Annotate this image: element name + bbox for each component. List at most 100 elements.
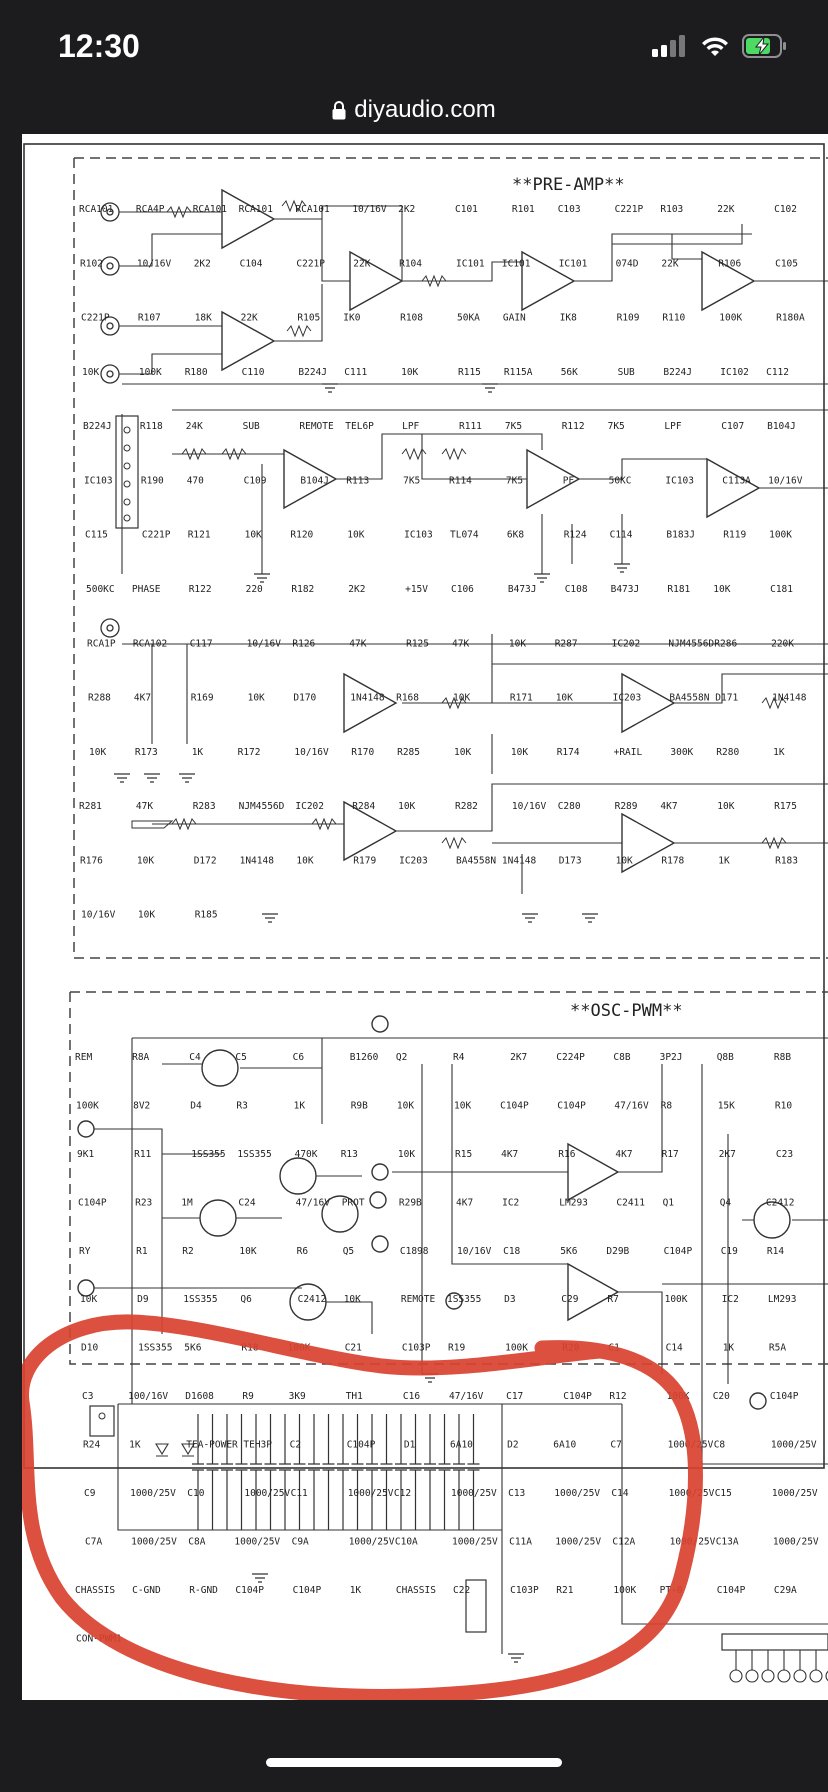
osc-label: C10A: [395, 1537, 418, 1548]
preamp-label: R180A: [776, 313, 805, 324]
osc-label: R18: [241, 1343, 258, 1354]
osc-label: C7A: [85, 1537, 102, 1548]
osc-label: R5A: [769, 1343, 786, 1354]
preamp-label: 220K: [771, 638, 794, 649]
osc-label: Q1: [663, 1197, 675, 1208]
osc-label: Q2: [396, 1052, 407, 1063]
osc-label: 10/16V: [457, 1246, 492, 1257]
preamp-label: R281: [79, 801, 102, 812]
preamp-label: C113A: [722, 475, 751, 486]
preamp-label: IC101: [456, 258, 485, 269]
osc-label: R10: [775, 1100, 792, 1111]
capacitor-symbol: [424, 1414, 436, 1530]
preamp-label: R288: [88, 693, 111, 704]
preamp-label: 10K: [717, 801, 734, 812]
preamp-label: 10/16V: [352, 204, 387, 215]
osc-label: R4: [453, 1052, 465, 1063]
osc-label: 1SS355: [138, 1343, 172, 1354]
url-display[interactable]: diyaudio.com: [0, 86, 828, 134]
osc-label: 4K7: [501, 1149, 518, 1160]
osc-label: C4: [189, 1052, 201, 1063]
preamp-label: LPF: [664, 421, 681, 432]
home-indicator[interactable]: [266, 1758, 562, 1767]
preamp-label: R121: [188, 530, 211, 541]
preamp-label: R101: [512, 204, 535, 215]
osc-label: 1K: [723, 1343, 735, 1354]
preamp-label: R287: [555, 638, 578, 649]
osc-label: C103P: [402, 1343, 431, 1354]
preamp-label: 10K: [453, 693, 470, 704]
osc-label: TEH3P: [243, 1440, 272, 1451]
osc-label: D2: [507, 1440, 518, 1451]
osc-label: 9K1: [77, 1149, 94, 1160]
osc-label: 1M: [181, 1197, 193, 1208]
schematic-image[interactable]: **PRE-AMP**: [22, 134, 828, 1700]
preamp-label: C280: [558, 801, 581, 812]
preamp-label: SUB: [618, 367, 635, 378]
preamp-label: R108: [400, 313, 423, 324]
browser-url-bar[interactable]: diyaudio.com: [0, 86, 828, 134]
osc-label: C1898: [400, 1246, 429, 1257]
osc-label: C8B: [613, 1052, 630, 1063]
osc-label: 1000/25V: [349, 1537, 395, 1548]
osc-label: C16: [403, 1391, 420, 1402]
osc-label: 1000/25V: [555, 1537, 601, 1548]
preamp-label: LPF: [402, 421, 419, 432]
preamp-label: 10K: [245, 530, 262, 541]
preamp-label: R179: [353, 855, 376, 866]
preamp-label: R285: [397, 747, 420, 758]
preamp-label: B473J: [508, 584, 537, 595]
osc-label: R9B: [351, 1100, 368, 1111]
osc-label: 1K: [129, 1440, 141, 1451]
preamp-label: C117: [190, 638, 213, 649]
preamp-label: B224J: [663, 367, 692, 378]
osc-label: C2: [290, 1440, 301, 1451]
capacitor-symbol: [337, 1414, 349, 1530]
osc-label: C22: [453, 1585, 470, 1596]
osc-label: 1000/25V: [130, 1488, 176, 1499]
osc-label: REM: [75, 1052, 92, 1063]
preamp-label: 7K5: [608, 421, 625, 432]
osc-label: D4: [190, 1100, 202, 1111]
preamp-label: R174: [557, 747, 580, 758]
preamp-label: 100K: [769, 530, 792, 541]
osc-label: C2412: [766, 1197, 795, 1208]
osc-label: C9: [84, 1488, 96, 1499]
osc-label: 1000/25V: [131, 1537, 177, 1548]
preamp-label: RCA101: [239, 204, 274, 215]
osc-pwm-section: **OSC-PWM**: [69, 991, 828, 1683]
osc-label: B1260: [350, 1052, 379, 1063]
osc-label: R-GND: [189, 1585, 218, 1596]
osc-label: C104P: [347, 1440, 376, 1451]
preamp-label: IC203: [399, 855, 428, 866]
osc-label: C103P: [510, 1585, 539, 1596]
preamp-label: C221P: [81, 313, 110, 324]
preamp-label: R172: [238, 747, 261, 758]
preamp-label: R180: [185, 367, 208, 378]
osc-label: C5: [235, 1052, 246, 1063]
preamp-label: 500KC: [86, 584, 115, 595]
osc-label: C11A: [509, 1537, 532, 1548]
preamp-label: 4K7: [134, 693, 151, 704]
osc-label: 1000/25V: [244, 1488, 290, 1499]
osc-label: R24: [83, 1440, 100, 1451]
preamp-label: IC103: [404, 530, 433, 541]
capacitor-symbol: [322, 1414, 335, 1530]
preamp-label: R102: [80, 258, 103, 269]
preamp-label: C115: [85, 530, 108, 541]
preamp-label: 24K: [186, 421, 203, 432]
osc-label: R8A: [132, 1052, 149, 1063]
preamp-label: GAIN: [503, 313, 526, 324]
osc-label: CHASSIS: [75, 1585, 115, 1596]
preamp-label: 2K2: [194, 258, 211, 269]
preamp-label: IC203: [613, 693, 642, 704]
preamp-label: 1K: [718, 855, 730, 866]
preamp-label: C102: [774, 204, 797, 215]
osc-label: R29B: [399, 1197, 422, 1208]
preamp-label: 10/16V: [768, 475, 803, 486]
red-annotation-circle: [22, 1314, 703, 1700]
osc-label: C104P: [563, 1391, 592, 1402]
preamp-label: RCA1P: [87, 638, 116, 649]
preamp-label: R173: [135, 747, 158, 758]
